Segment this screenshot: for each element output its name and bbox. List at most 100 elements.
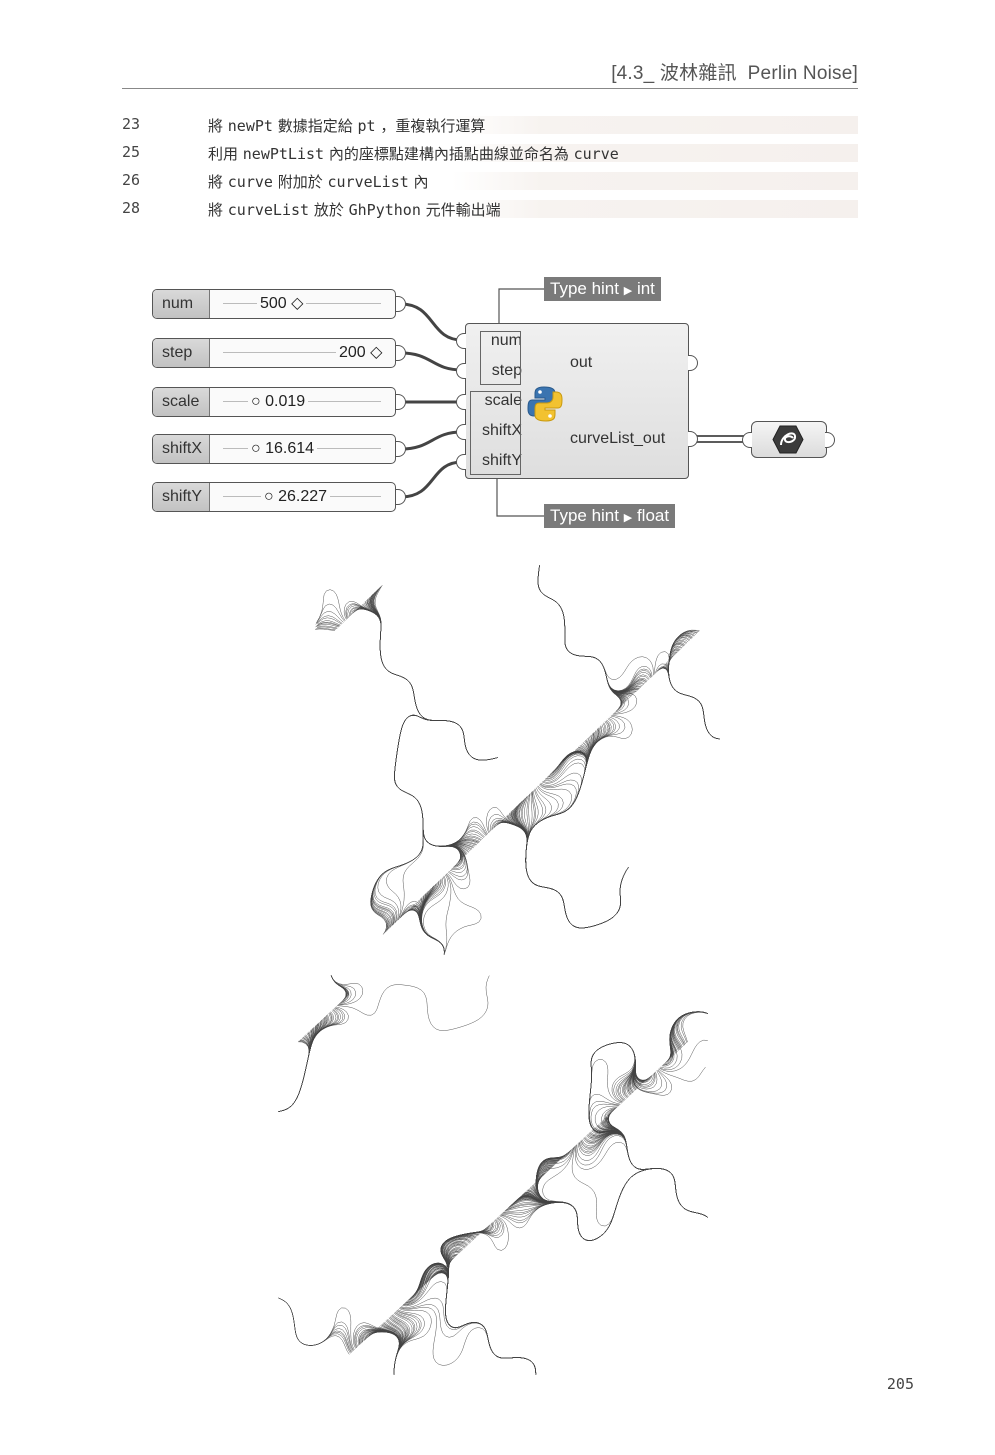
flow-line — [668, 659, 719, 740]
flow-line — [588, 1042, 676, 1189]
flow-line — [441, 1269, 537, 1375]
flow-line — [536, 1168, 706, 1241]
flow-line — [368, 1331, 400, 1374]
flow-line — [440, 1270, 537, 1375]
flow-line — [571, 1146, 705, 1227]
flow-line — [442, 1235, 537, 1374]
flow-line — [415, 902, 445, 955]
flow-line — [587, 1131, 706, 1217]
flow-line — [374, 732, 424, 923]
flow-line — [358, 607, 497, 761]
slider-shiftx[interactable]: shiftX ○ 16.614 — [152, 434, 396, 464]
flow-line — [588, 1042, 676, 1188]
diamond-handle-icon[interactable]: ◇ — [291, 295, 304, 312]
flow-line — [315, 628, 336, 631]
flow-line — [659, 1039, 708, 1072]
diamond-handle-icon[interactable]: ◇ — [370, 344, 383, 361]
flow-line — [537, 1168, 703, 1241]
curve-param-component[interactable] — [751, 421, 827, 458]
flow-line — [666, 662, 717, 739]
flow-line — [590, 1131, 706, 1216]
circle-handle-icon[interactable]: ○ — [264, 488, 274, 505]
flow-line — [588, 1042, 676, 1189]
flow-line — [668, 646, 718, 739]
flow-line — [588, 1042, 676, 1184]
circle-handle-icon[interactable]: ○ — [251, 393, 261, 410]
flow-line — [525, 793, 623, 929]
flow-line — [537, 565, 646, 692]
flow-line — [370, 592, 492, 761]
flow-line — [371, 736, 424, 928]
flow-line — [442, 1236, 536, 1372]
flow-line — [537, 567, 624, 704]
flow-line — [588, 1042, 676, 1182]
flow-line — [409, 1262, 537, 1375]
slider-scale[interactable]: scale ○ 0.019 — [152, 387, 396, 417]
flow-line — [394, 714, 471, 851]
flow-line — [525, 752, 587, 921]
input-shiftx[interactable]: shiftX — [481, 422, 522, 439]
flow-line — [668, 658, 718, 739]
input-shifty[interactable]: shiftY — [481, 452, 522, 469]
flow-line — [537, 565, 632, 697]
flow-line — [394, 715, 461, 863]
flow-line — [525, 732, 595, 922]
flow-line — [445, 1254, 536, 1372]
flow-line — [361, 604, 498, 761]
flow-line — [490, 817, 621, 929]
flow-line — [668, 630, 717, 739]
flow-line — [535, 1154, 677, 1241]
flow-line — [537, 566, 637, 693]
slider-step[interactable]: step 200 ◇ — [152, 338, 396, 368]
input-scale[interactable]: scale — [484, 392, 522, 409]
flow-line — [317, 620, 341, 626]
flow-line — [371, 736, 424, 928]
flow-line — [419, 1263, 536, 1372]
flow-line — [411, 907, 445, 952]
flow-line — [401, 1297, 537, 1375]
flow-line — [349, 606, 481, 761]
flow-line — [525, 786, 620, 929]
flow-line — [537, 567, 627, 702]
flow-line — [668, 654, 720, 740]
flow-line — [363, 602, 499, 761]
flow-line — [588, 1042, 676, 1182]
flow-line — [440, 1220, 537, 1374]
triangle-right-icon: ▶ — [623, 512, 633, 524]
flow-line — [315, 623, 339, 628]
output-out[interactable]: out — [570, 354, 593, 371]
flow-line — [588, 1042, 676, 1188]
flow-line — [345, 603, 472, 757]
flow-line — [432, 1272, 536, 1372]
slider-num[interactable]: num 500 ◇ — [152, 289, 396, 319]
slider-track[interactable] — [223, 352, 381, 353]
input-step[interactable]: step — [491, 362, 522, 379]
flow-line — [537, 568, 635, 694]
slider-shifty[interactable]: shiftY ○ 26.227 — [152, 482, 396, 512]
flow-line — [575, 1135, 706, 1216]
flow-line — [525, 751, 588, 919]
flow-line — [427, 1268, 537, 1374]
flow-line — [530, 1168, 707, 1241]
flow-line — [505, 1168, 692, 1241]
flow-line — [494, 821, 624, 929]
flow-line — [394, 714, 469, 853]
flow-line — [525, 793, 623, 929]
input-num[interactable]: num — [490, 332, 522, 349]
flow-line — [378, 1327, 401, 1374]
circle-handle-icon[interactable]: ○ — [251, 440, 261, 457]
flow-line — [371, 591, 491, 761]
flow-line — [280, 1023, 319, 1112]
flow-line — [597, 1125, 708, 1217]
flow-line — [603, 1107, 707, 1217]
flow-line — [445, 1259, 537, 1375]
output-curvelist[interactable]: curveList_out — [570, 430, 666, 447]
flow-line — [524, 795, 623, 929]
flow-line — [673, 1011, 705, 1049]
flow-line — [537, 568, 630, 699]
flow-line — [537, 567, 626, 703]
flow-line — [280, 1298, 350, 1355]
flow-line — [672, 1011, 708, 1049]
flow-line — [363, 1330, 400, 1373]
flow-line — [513, 808, 627, 929]
